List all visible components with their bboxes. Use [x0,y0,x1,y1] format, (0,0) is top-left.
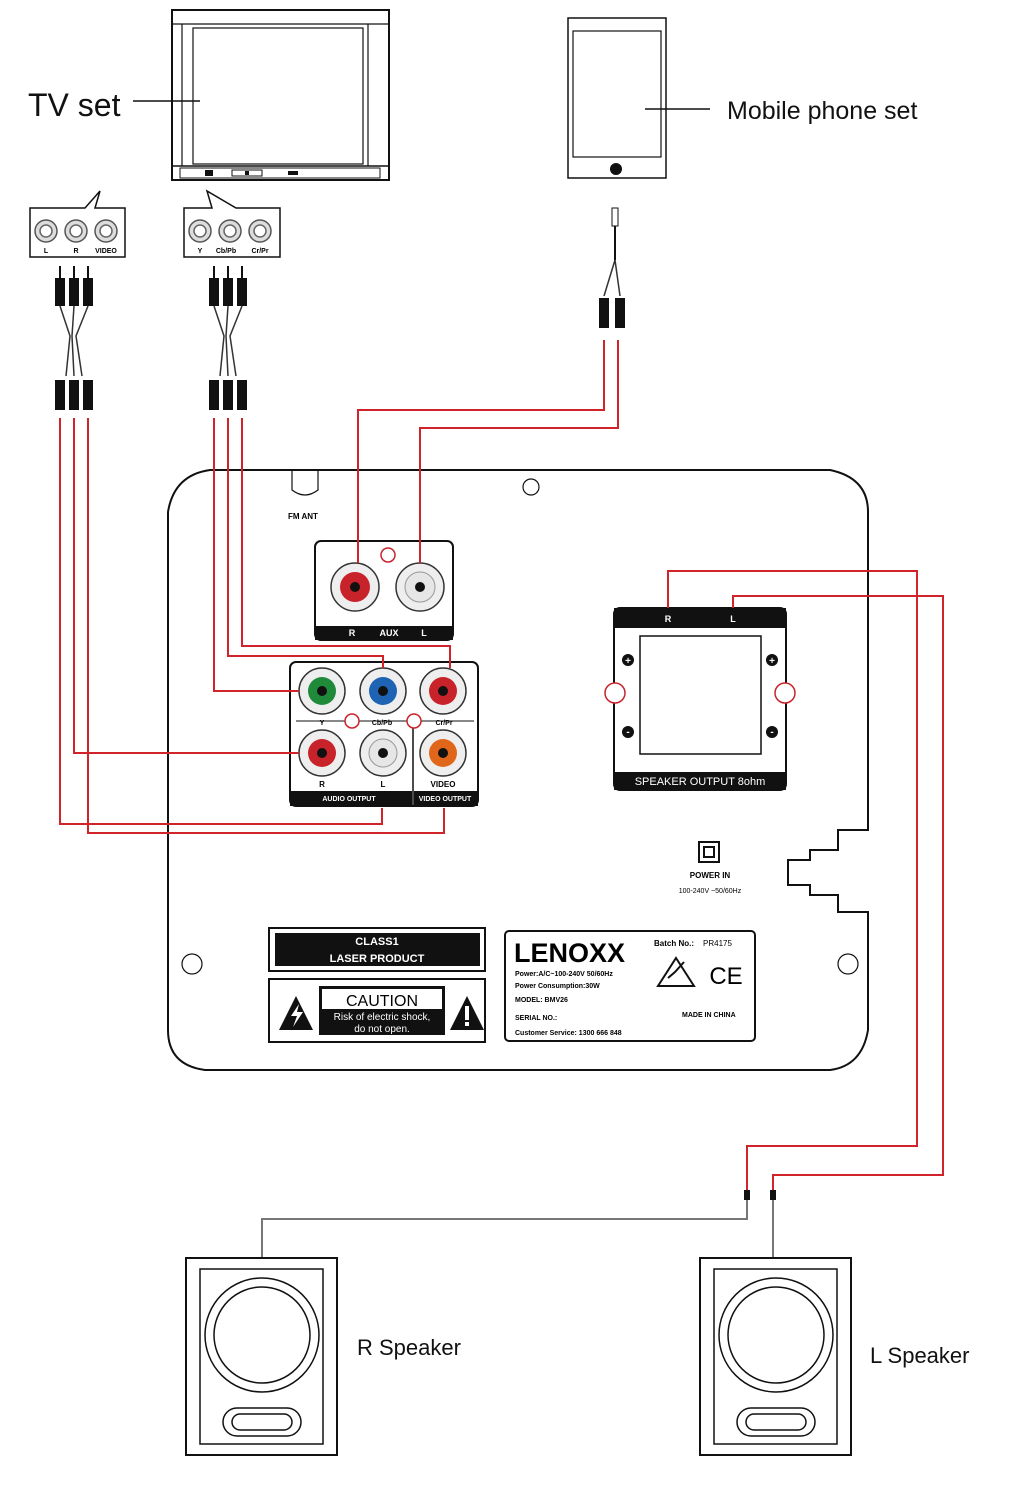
svg-text:-: - [626,727,629,738]
power-in-label: POWER IN [690,871,731,880]
tv-component-jack-panel: Y Cb/Pb Cr/Pr [183,189,281,258]
video-out-label: VIDEO [431,780,456,789]
batch-value: PR4175 [703,939,732,948]
mobile-phone [567,17,667,179]
tv-jack-cr-label: Cr/Pr [251,248,268,255]
laser-line2: LASER PRODUCT [330,953,425,965]
rca-cable-component [209,266,247,410]
audio-out-r-label: R [319,780,325,789]
ce-mark: CE [709,963,742,990]
comp-cb-label: Cb/Pb [372,720,392,727]
comp-cr-label: Cr/Pr [435,720,452,727]
svg-text:+: + [769,656,775,667]
power-spec-label: 100-240V ~50/60Hz [679,888,742,895]
speaker-l-label: L [730,614,736,624]
tv-jack-y-label: Y [198,248,203,255]
caution-line1: Risk of electric shock, [334,1012,431,1023]
tv-av-jack-panel: L R VIDEO [29,190,126,258]
tv-jack-l-label: L [44,248,49,255]
laser-line1: CLASS1 [355,936,398,948]
signal-wires [59,340,944,1190]
av-output-module [289,661,479,807]
rca-cable-av [55,266,93,410]
tv-jack-cb-label: Cb/Pb [216,248,236,255]
speaker-r-label: R [665,614,672,624]
brand-logo: LENOXX [514,938,625,968]
svg-text:+: + [625,656,631,667]
power-in-socket [698,841,720,863]
tv-jack-r-label: R [73,248,78,255]
audio-output-title: AUDIO OUTPUT [322,796,376,803]
video-output-title: VIDEO OUTPUT [419,796,472,803]
audio-out-l-label: L [381,780,386,789]
r-speaker-label: R Speaker [357,1335,461,1360]
rating-model: MODEL: BMV26 [515,997,568,1004]
rating-power: Power:A/C~100-240V 50/60Hz [515,971,613,978]
svg-text:-: - [770,727,773,738]
laser-product-label [268,927,486,972]
comp-y-label: Y [320,720,325,727]
batch-label: Batch No.: [654,939,694,948]
fm-ant-label: FM ANT [288,512,318,521]
caution-line2: do not open. [354,1024,410,1035]
aux-r-label: R [349,628,356,638]
l-speaker [699,1257,852,1456]
rating-serial: SERIAL NO.: [515,1015,557,1022]
tv-label: TV set [28,87,121,123]
aux-l-label: L [421,628,427,638]
aux-title: AUX [379,628,398,638]
aux-cable [599,207,625,328]
rating-label [504,930,756,1042]
rating-consumption: Power Consumption:30W [515,983,600,990]
r-speaker [185,1257,338,1456]
rating-service: Customer Service: 1300 666 848 [515,1030,622,1037]
speaker-output-title: SPEAKER OUTPUT 8ohm [635,776,766,788]
aux-input-module [314,540,454,641]
mobile-label: Mobile phone set [727,97,917,125]
tv-jack-video-label: VIDEO [95,248,117,255]
rating-made-in: MADE IN CHINA [682,1012,736,1019]
speaker-output-module: + + - - [604,607,796,791]
caution-label [268,978,486,1043]
caution-title: CAUTION [346,993,418,1010]
l-speaker-label: L Speaker [870,1343,969,1368]
tv-set [171,9,390,181]
speaker-leads [261,1190,776,1259]
